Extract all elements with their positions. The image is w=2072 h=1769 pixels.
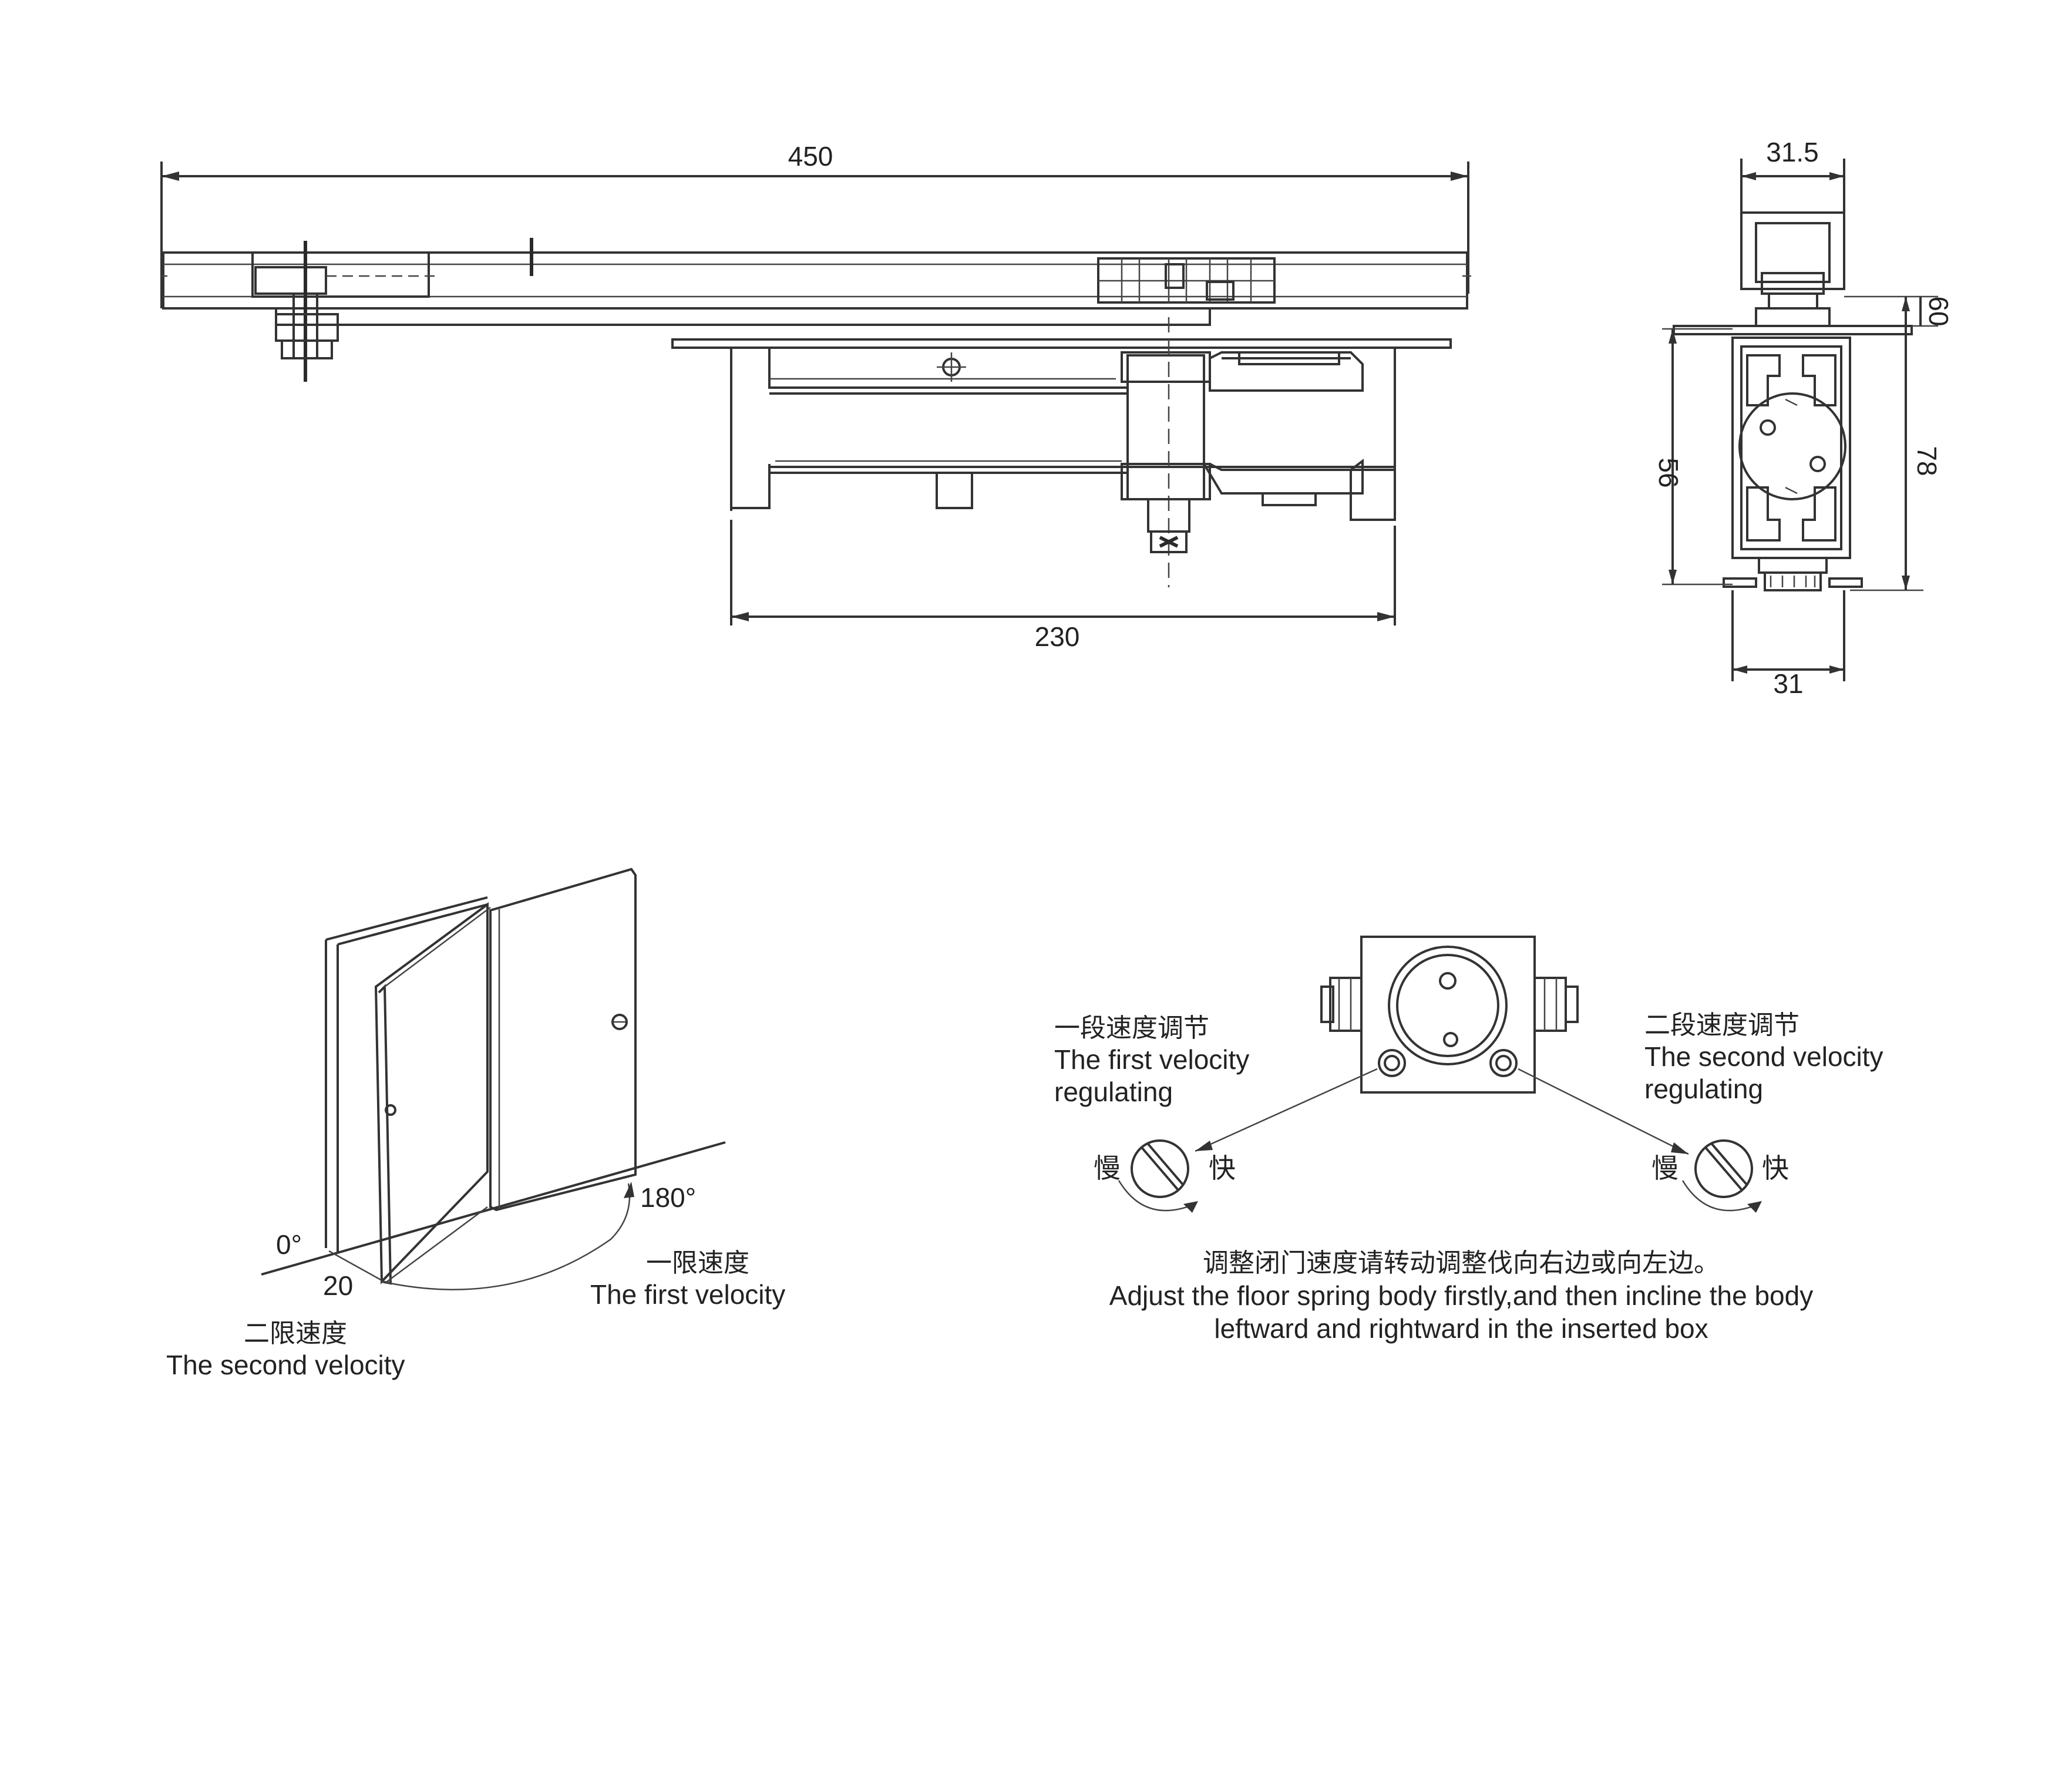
- second-velocity-dial: 慢 快: [1651, 1139, 1789, 1213]
- body-top-plate: [671, 338, 1452, 349]
- dimension-31-label: 31: [1773, 668, 1803, 699]
- rail-clamp: [1097, 257, 1276, 304]
- slow-label-right: 慢: [1651, 1153, 1679, 1183]
- dimension-78-label: 78: [1912, 446, 1942, 476]
- closer-body: [730, 317, 1396, 587]
- adjust-note-cn: 调整闭门速度请转动调整伐向右边或向左边。: [1203, 1249, 1720, 1277]
- fast-label-right: 快: [1762, 1153, 1789, 1183]
- door-swing-diagram: 0° 20 180° 一限速度 The first velocity 二限速度 …: [166, 867, 785, 1380]
- adjust-note-en-1: Adjust the floor spring body firstly,and…: [1109, 1280, 1813, 1311]
- dimension-31-5-label: 31.5: [1766, 137, 1819, 167]
- front-view: 450: [160, 141, 1471, 652]
- fast-label-left: 快: [1209, 1153, 1236, 1183]
- adjust-note-en-2: leftward and rightward in the inserted b…: [1214, 1313, 1708, 1344]
- second-regulating-en-1: The second velocity: [1644, 1041, 1883, 1072]
- velocity-adjustment-diagram: 慢 快 慢 快 一段速度调节 The first velocity regula…: [1054, 936, 1883, 1344]
- first-velocity-dial: 慢 快: [1094, 1139, 1236, 1213]
- dimension-60: 60: [1844, 295, 1954, 327]
- pivot-assembly: [251, 241, 435, 382]
- dimension-450: 450: [160, 141, 1469, 308]
- dimension-230: 230: [730, 520, 1396, 652]
- dimension-78: 78: [1850, 297, 1942, 591]
- first-velocity-en: The first velocity: [590, 1279, 785, 1310]
- door-angle-0: 0°: [276, 1229, 302, 1260]
- door-angle-20: 20: [323, 1270, 353, 1301]
- dimension-31: 31: [1731, 590, 1845, 699]
- second-velocity-cn: 二限速度: [244, 1319, 347, 1348]
- second-regulating-cn: 二段速度调节: [1644, 1011, 1799, 1040]
- dimension-450-label: 450: [788, 141, 833, 171]
- second-regulating-en-2: regulating: [1644, 1074, 1763, 1104]
- dimension-230-label: 230: [1035, 621, 1080, 652]
- door-angle-180: 180°: [640, 1182, 696, 1213]
- first-regulating-cn: 一段速度调节: [1054, 1014, 1209, 1042]
- side-view: 31.5 60: [1653, 137, 1954, 699]
- first-regulating-en-2: regulating: [1054, 1077, 1173, 1107]
- dimension-56: 56: [1653, 328, 1733, 586]
- slow-label-left: 慢: [1094, 1153, 1121, 1183]
- dimension-31-5: 31.5: [1740, 137, 1845, 211]
- dimension-60-label: 60: [1923, 296, 1954, 326]
- dimension-56-label: 56: [1653, 458, 1684, 487]
- first-velocity-cn: 一限速度: [646, 1249, 749, 1277]
- second-velocity-en: The second velocity: [166, 1350, 405, 1380]
- first-regulating-en-1: The first velocity: [1054, 1044, 1249, 1075]
